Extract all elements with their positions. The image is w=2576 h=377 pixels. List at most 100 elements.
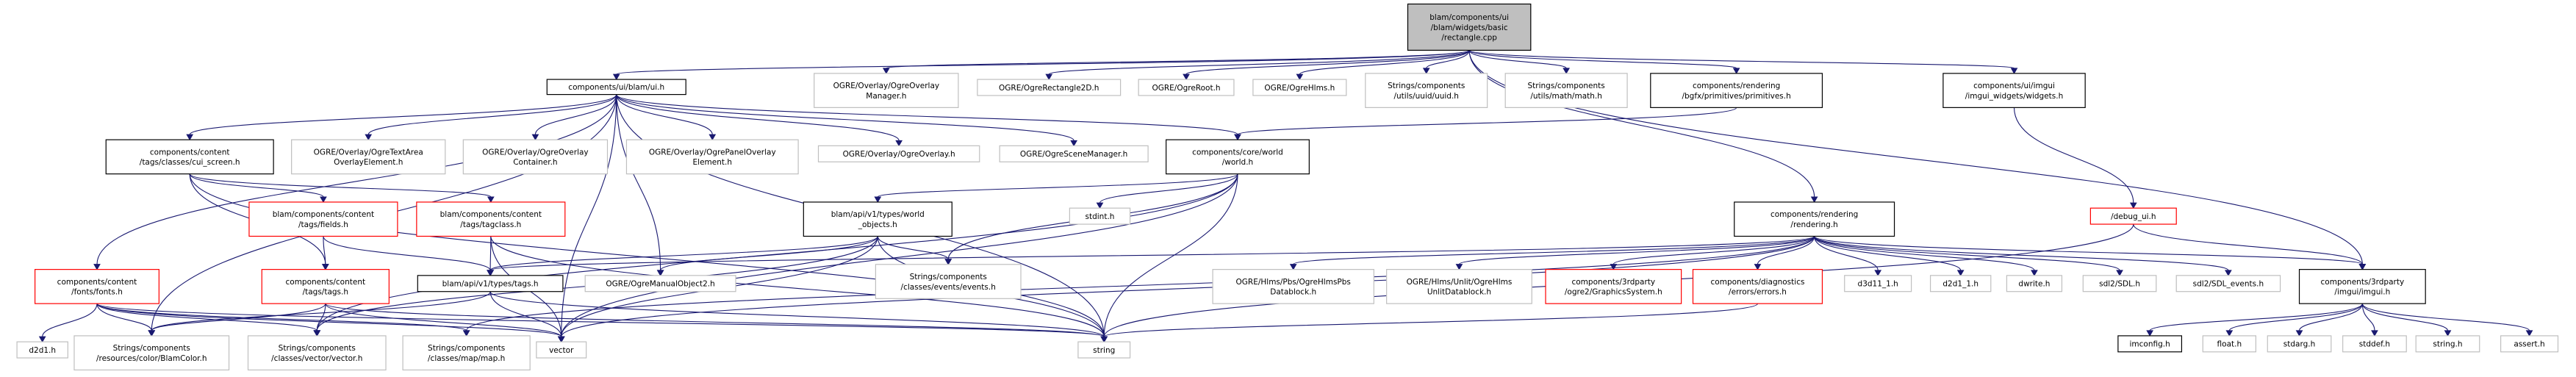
node-d2d1_h: d2d1.h — [16, 341, 68, 359]
edge-line — [877, 173, 1238, 198]
node-stdarg_h: stdarg.h — [2267, 335, 2332, 353]
node-label-line: OGRE/Overlay/OgreTextArea — [314, 148, 423, 157]
node-string_h: string.h — [2415, 335, 2480, 353]
node-box — [1212, 269, 1374, 304]
edge-arrowhead — [186, 134, 194, 141]
node-label-line: dwrite.h — [2018, 280, 2050, 289]
edge-line — [96, 303, 562, 337]
node-cui_screen_h[interactable]: components/content/tags/classes/cui_scre… — [105, 139, 274, 175]
node-box — [2082, 275, 2157, 292]
node-label-line: /world.h — [1222, 158, 1253, 167]
edge-line — [2361, 303, 2530, 331]
node-label-line: components/ui/blam/ui.h — [568, 83, 664, 92]
edge-line — [151, 303, 326, 331]
edge-imgui_h-to-string_h — [2361, 303, 2452, 337]
node-label-line: stdint.h — [1086, 212, 1115, 221]
edge-arrowhead — [2129, 202, 2137, 209]
node-box — [247, 335, 387, 371]
edge-root-to-ui_h — [612, 49, 1470, 81]
edge-world_objects_h-to-ogre_manual_obj — [656, 236, 878, 276]
node-label-line: /classes/map/map.h — [428, 354, 505, 363]
edge-arrowhead — [1070, 140, 1077, 147]
node-box — [2267, 335, 2332, 353]
edge-line — [490, 236, 1105, 337]
node-label-line: components/rendering — [1770, 210, 1858, 219]
edge-line — [323, 236, 326, 265]
edge-arrowhead — [2371, 330, 2378, 337]
edge-cui_screen_h-to-fields_h — [189, 173, 327, 203]
node-box — [814, 73, 959, 108]
edge-line — [561, 173, 1238, 337]
edge-rendering_h-to-errors_h — [1754, 236, 1815, 270]
edge-arrowhead — [895, 140, 903, 147]
node-world_h[interactable]: components/core/world/world.h — [1166, 139, 1310, 175]
edge-line — [1468, 50, 1567, 69]
node-box — [462, 139, 609, 175]
edge-fonts_h-to-d2d1_h — [38, 304, 98, 343]
edge-line — [151, 291, 491, 331]
edge-ui_h-to-ogre_textarea — [365, 94, 617, 141]
node-box — [34, 269, 159, 304]
edge-api_tags_h-to-string — [489, 291, 1108, 343]
node-box — [248, 201, 398, 237]
node-box — [803, 201, 952, 237]
node-label-line: /rendering.h — [1790, 220, 1837, 229]
node-label-line: components/ui/imgui — [1973, 82, 2055, 90]
node-box — [2117, 335, 2183, 353]
node-box — [977, 79, 1122, 96]
edge-arrowhead — [882, 68, 890, 74]
node-fonts_h[interactable]: components/content/fonts/fonts.h — [34, 269, 159, 304]
node-label-line: /classes/events/events.h — [901, 283, 996, 292]
node-label-line: assert.h — [2514, 340, 2544, 349]
node-label-line: components/diagnostics — [1711, 278, 1805, 287]
node-box — [1692, 269, 1823, 304]
edge-arrowhead — [1422, 68, 1430, 74]
edge-line — [1814, 235, 2363, 265]
node-label-line: OGRE/OgreSceneManager.h — [1020, 150, 1127, 159]
edge-line — [1185, 49, 1470, 75]
node-imgui_widgets_h[interactable]: components/ui/imgui/imgui_widgets/widget… — [1942, 73, 2086, 108]
node-box — [999, 145, 1149, 162]
node-box — [261, 269, 390, 304]
node-label-line: /fonts/fonts.h — [71, 288, 123, 297]
node-box — [875, 264, 1022, 299]
node-errors_h[interactable]: components/diagnostics/errors/errors.h — [1692, 269, 1823, 304]
edge-line — [1103, 173, 1238, 337]
node-fields_h[interactable]: blam/components/content/tags/fields.h — [248, 201, 398, 237]
node-imconfig_h[interactable]: imconfig.h — [2117, 335, 2183, 353]
edge-line — [489, 291, 562, 337]
edge-arrowhead — [1956, 270, 1965, 276]
node-root[interactable]: blam/components/ui/blam/widgets/basic/re… — [1407, 3, 1532, 51]
node-label-line: /imgui_widgets/widgets.h — [1965, 92, 2063, 101]
node-api_tags_h[interactable]: blam/api/v1/types/tags.h — [417, 275, 564, 292]
edge-line — [2013, 107, 2134, 204]
node-stddef_h: stddef.h — [2342, 335, 2407, 353]
node-primitives_h[interactable]: components/rendering/bgfx/primitives/pri… — [1650, 73, 1823, 108]
node-ui_h[interactable]: components/ui/blam/ui.h — [546, 79, 686, 96]
edge-arrowhead — [2225, 270, 2232, 276]
node-world_objects_h[interactable]: blam/api/v1/types/world_objects.h — [803, 201, 952, 237]
edge-root-to-ogre_overlay_mgr — [882, 49, 1470, 74]
node-content_tags_h[interactable]: components/content/tags/tags.h — [261, 269, 390, 304]
edge-rendering_h-to-hlms_unlit_datablock — [1455, 235, 1815, 270]
node-label-line: /tags/tagclass.h — [460, 220, 521, 229]
node-graphics_system_h[interactable]: components/3rdparty/ogre2/GraphicsSystem… — [1545, 269, 1682, 304]
node-debug_ui_h[interactable]: /debug_ui.h — [2089, 207, 2177, 225]
edge-arrowhead — [487, 196, 495, 203]
node-label-line: OGRE/Overlay/OgreOverlay — [482, 148, 589, 157]
node-imgui_h[interactable]: components/3rdparty/imgui/imgui.h — [2298, 269, 2426, 304]
node-rendering_h[interactable]: components/rendering/rendering.h — [1734, 201, 1895, 237]
node-box — [291, 139, 446, 175]
edge-arrowhead — [1100, 336, 1108, 343]
node-tagclass_h[interactable]: blam/components/content/tags/tagclass.h — [416, 201, 566, 237]
edge-arrowhead — [148, 330, 156, 337]
edge-arrowhead — [2146, 330, 2154, 337]
node-label-line: components/content — [286, 278, 366, 287]
node-box — [2500, 335, 2559, 353]
edge-rendering_h-to-d3d11_1_h — [1814, 236, 1882, 276]
edge-fields_h-to-content_tags_h — [321, 236, 329, 270]
node-box — [536, 341, 587, 359]
